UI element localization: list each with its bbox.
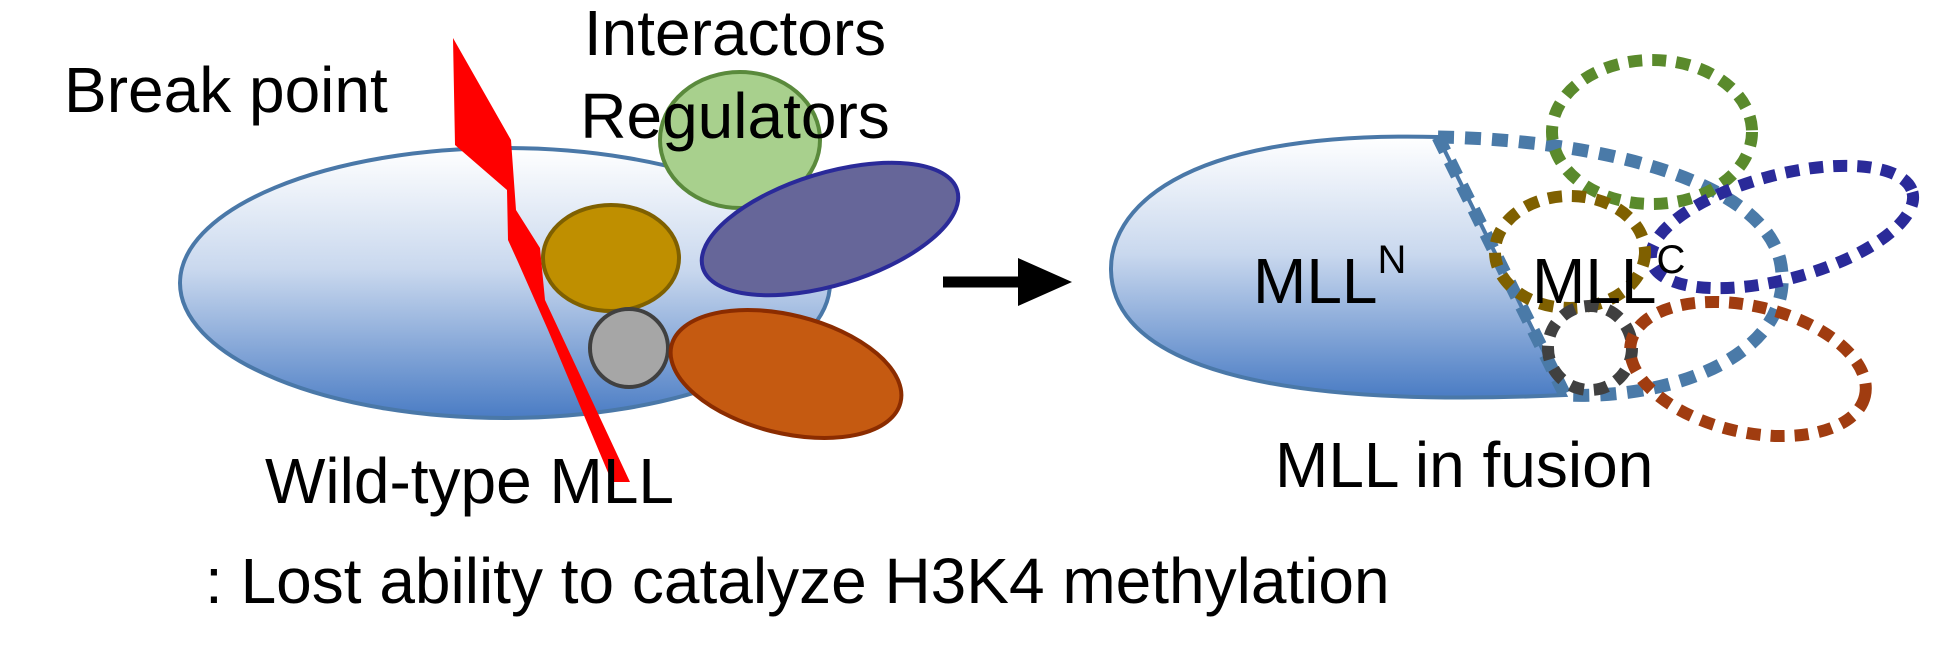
lost-interactor-dark — [1542, 300, 1638, 396]
interactor-orange — [668, 308, 904, 440]
mll-c-base: MLL — [1532, 245, 1657, 317]
wild-type-mll-label: Wild-type MLL — [265, 445, 674, 517]
interactor-gold — [541, 203, 681, 313]
mll-n-base: MLL — [1253, 245, 1378, 317]
mll-in-fusion-label: MLL in fusion — [1275, 429, 1653, 501]
caption-text: : Lost ability to catalyze H3K4 methylat… — [205, 545, 1390, 617]
mll-c-label: MLLC — [1532, 238, 1685, 317]
mll-n-superscript: N — [1378, 238, 1407, 282]
mll-c-dotted-cut — [1432, 134, 1571, 398]
interactor-gray — [588, 307, 670, 389]
lost-interactor-navy — [1644, 159, 1920, 295]
mll-n-label: MLLN — [1253, 238, 1406, 317]
lost-interactor-rust — [1624, 295, 1872, 443]
break-point-bolt — [453, 38, 630, 482]
mll-fusion-complex — [1108, 54, 1920, 443]
transition-arrow — [943, 258, 1072, 306]
mll-n-body — [1108, 134, 1569, 400]
mll-c-superscript: C — [1657, 238, 1686, 282]
wild-type-mll-complex — [178, 38, 961, 482]
break-point-label: Break point — [64, 54, 388, 126]
regulators-label: Regulators — [580, 80, 890, 152]
interactors-label: Interactors — [584, 0, 886, 69]
lost-interactor-green — [1546, 54, 1758, 210]
mll-c-dotted-outline — [1437, 130, 1789, 402]
interactor-purple — [699, 160, 961, 298]
